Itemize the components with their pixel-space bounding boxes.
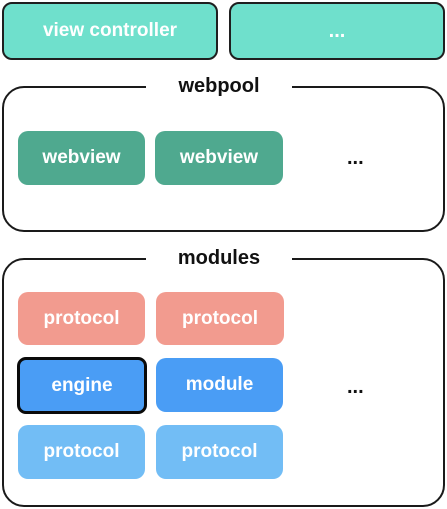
webpool-title: webpool [146,74,292,98]
engine-label: engine [51,374,113,396]
protocol-label-r3c2: protocol [181,441,258,462]
modules-more: ... [347,376,364,398]
view-controller-label: view controller [42,20,178,41]
protocol-label-r1c1: protocol [43,307,120,329]
webview-box-2: webview [155,131,283,185]
protocol-label-r1c2: protocol [182,307,258,329]
protocol-box-r1c1: protocol [18,292,145,345]
protocol-label-r3c1: protocol [43,441,120,462]
webview-label-2: webview [179,147,259,168]
webpool-more: ... [347,147,364,169]
protocol-box-r3c2: protocol [156,425,283,479]
module-box: module [156,358,283,412]
engine-box: engine [17,357,147,414]
webview-label-1: webview [42,147,121,168]
webview-box-1: webview [18,131,145,185]
protocol-box-r1c2: protocol [156,292,284,345]
modules-title: modules [146,246,292,270]
module-label: module [185,374,254,395]
top-more-box: ... [229,2,445,60]
top-more-label: ... [328,19,346,42]
protocol-box-r3c1: protocol [18,425,145,479]
view-controller-box: view controller [2,2,218,60]
